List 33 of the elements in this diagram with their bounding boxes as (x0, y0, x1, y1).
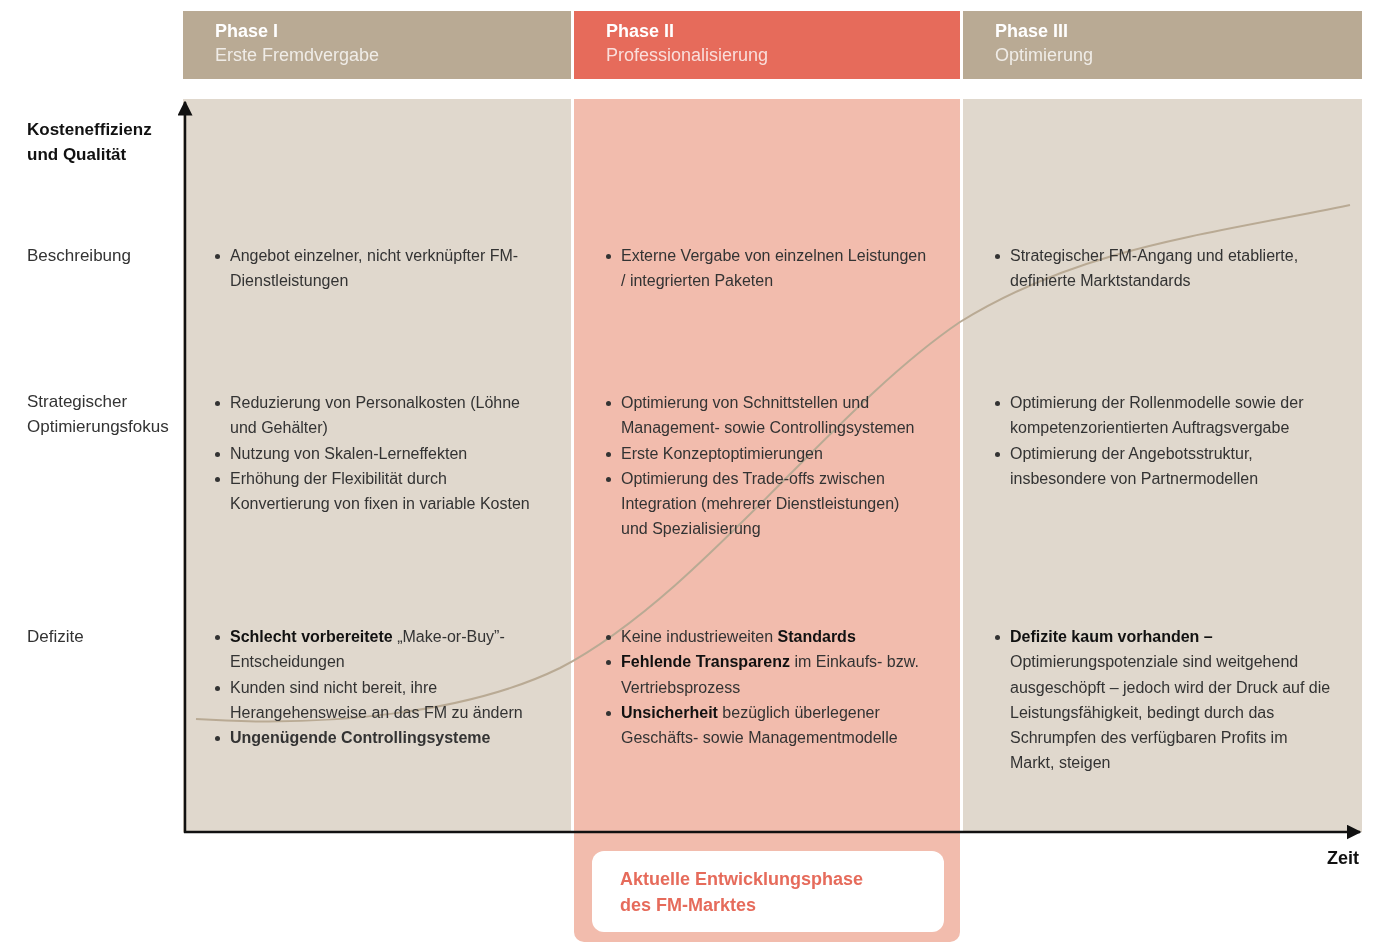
axis-label: Kosteneffizienz und Qualität (27, 119, 153, 166)
row-label: Strategischer Optimierungsfokus (27, 391, 170, 438)
phase-title: Phase I (215, 21, 280, 42)
bullet-text: Optimierung der Rollenmodelle sowie der kompetenzorientierten Auftragsvergabe (1010, 393, 1305, 439)
bullet-text: Strategischer FM-Angang und etablierte, definierte Marktstandards (1010, 246, 1300, 292)
bullet-text: Optimierung des Trade-offs zwischen Integration (mehrerer Dienstleistungen) und Spezialisierung (621, 468, 901, 540)
bullet-text: Optimierung von Schnittstellen und Management- sowie Controllingsystemen (621, 393, 916, 439)
phase-header (574, 11, 960, 79)
phase-title: Phase II (606, 21, 676, 42)
bullet-text: Ungenügende Controllingsysteme (230, 728, 491, 749)
phase-subtitle: Erste Fremdvergabe (215, 45, 381, 66)
row-label: Defizite (27, 626, 85, 648)
bullet-text: Optimierung der Angebotsstruktur, insbesondere von Partnermodellen (1010, 443, 1260, 489)
bullet-text: Erste Konzeptoptimierungen (621, 443, 823, 464)
phase-header (963, 11, 1362, 79)
callout-box (592, 851, 944, 932)
phase-subtitle: Professionalisierung (606, 45, 770, 66)
bullet-text: Reduzierung von Personalkosten (Löhne und Gehälter) (230, 393, 521, 439)
bullet-text: Schlecht vorbereitete „Make-or-Buy”-Entscheidungen (230, 627, 506, 673)
bullet-text: Defizite kaum vorhanden – Optimierungspotenziale sind weitgehend ausgeschöpft – jedoch wird der Druck auf die Leistungsfähigkeit, bedingt durch das Schrumpfen des verfügbaren Profits im Markt, steigen (1010, 627, 1332, 774)
phase-header (183, 11, 571, 79)
bullet-text: Unsicherheit bezüglich überlegener Geschäfts- sowie Managementmodelle (621, 702, 899, 749)
bullet-text: Kunden sind nicht bereit, ihre Herangehensweise an das FM zu ändern (230, 677, 524, 723)
bullet-text: Externe Vergabe von einzelnen Leistungen / integrierten Paketen (621, 246, 928, 292)
bullet-text: Keine industrieweiten Standards (621, 627, 856, 647)
row-label: Beschreibung (27, 245, 132, 267)
phase-title: Phase III (995, 21, 1070, 42)
axis-label: Zeit (1327, 848, 1359, 869)
bullet-text: Erhöhung der Flexibilität durch Konvertierung von fixen in variable Kosten (230, 468, 531, 515)
bullet-text: Angebot einzelner, nicht verknüpfter FM-Dienstleistungen (230, 246, 520, 292)
callout-text: Aktuelle Entwicklungsphase des FM-Marktes (620, 868, 865, 917)
bullet-text: Nutzung von Skalen-Lerneffekten (230, 443, 468, 464)
phase-subtitle: Optimierung (995, 45, 1095, 66)
